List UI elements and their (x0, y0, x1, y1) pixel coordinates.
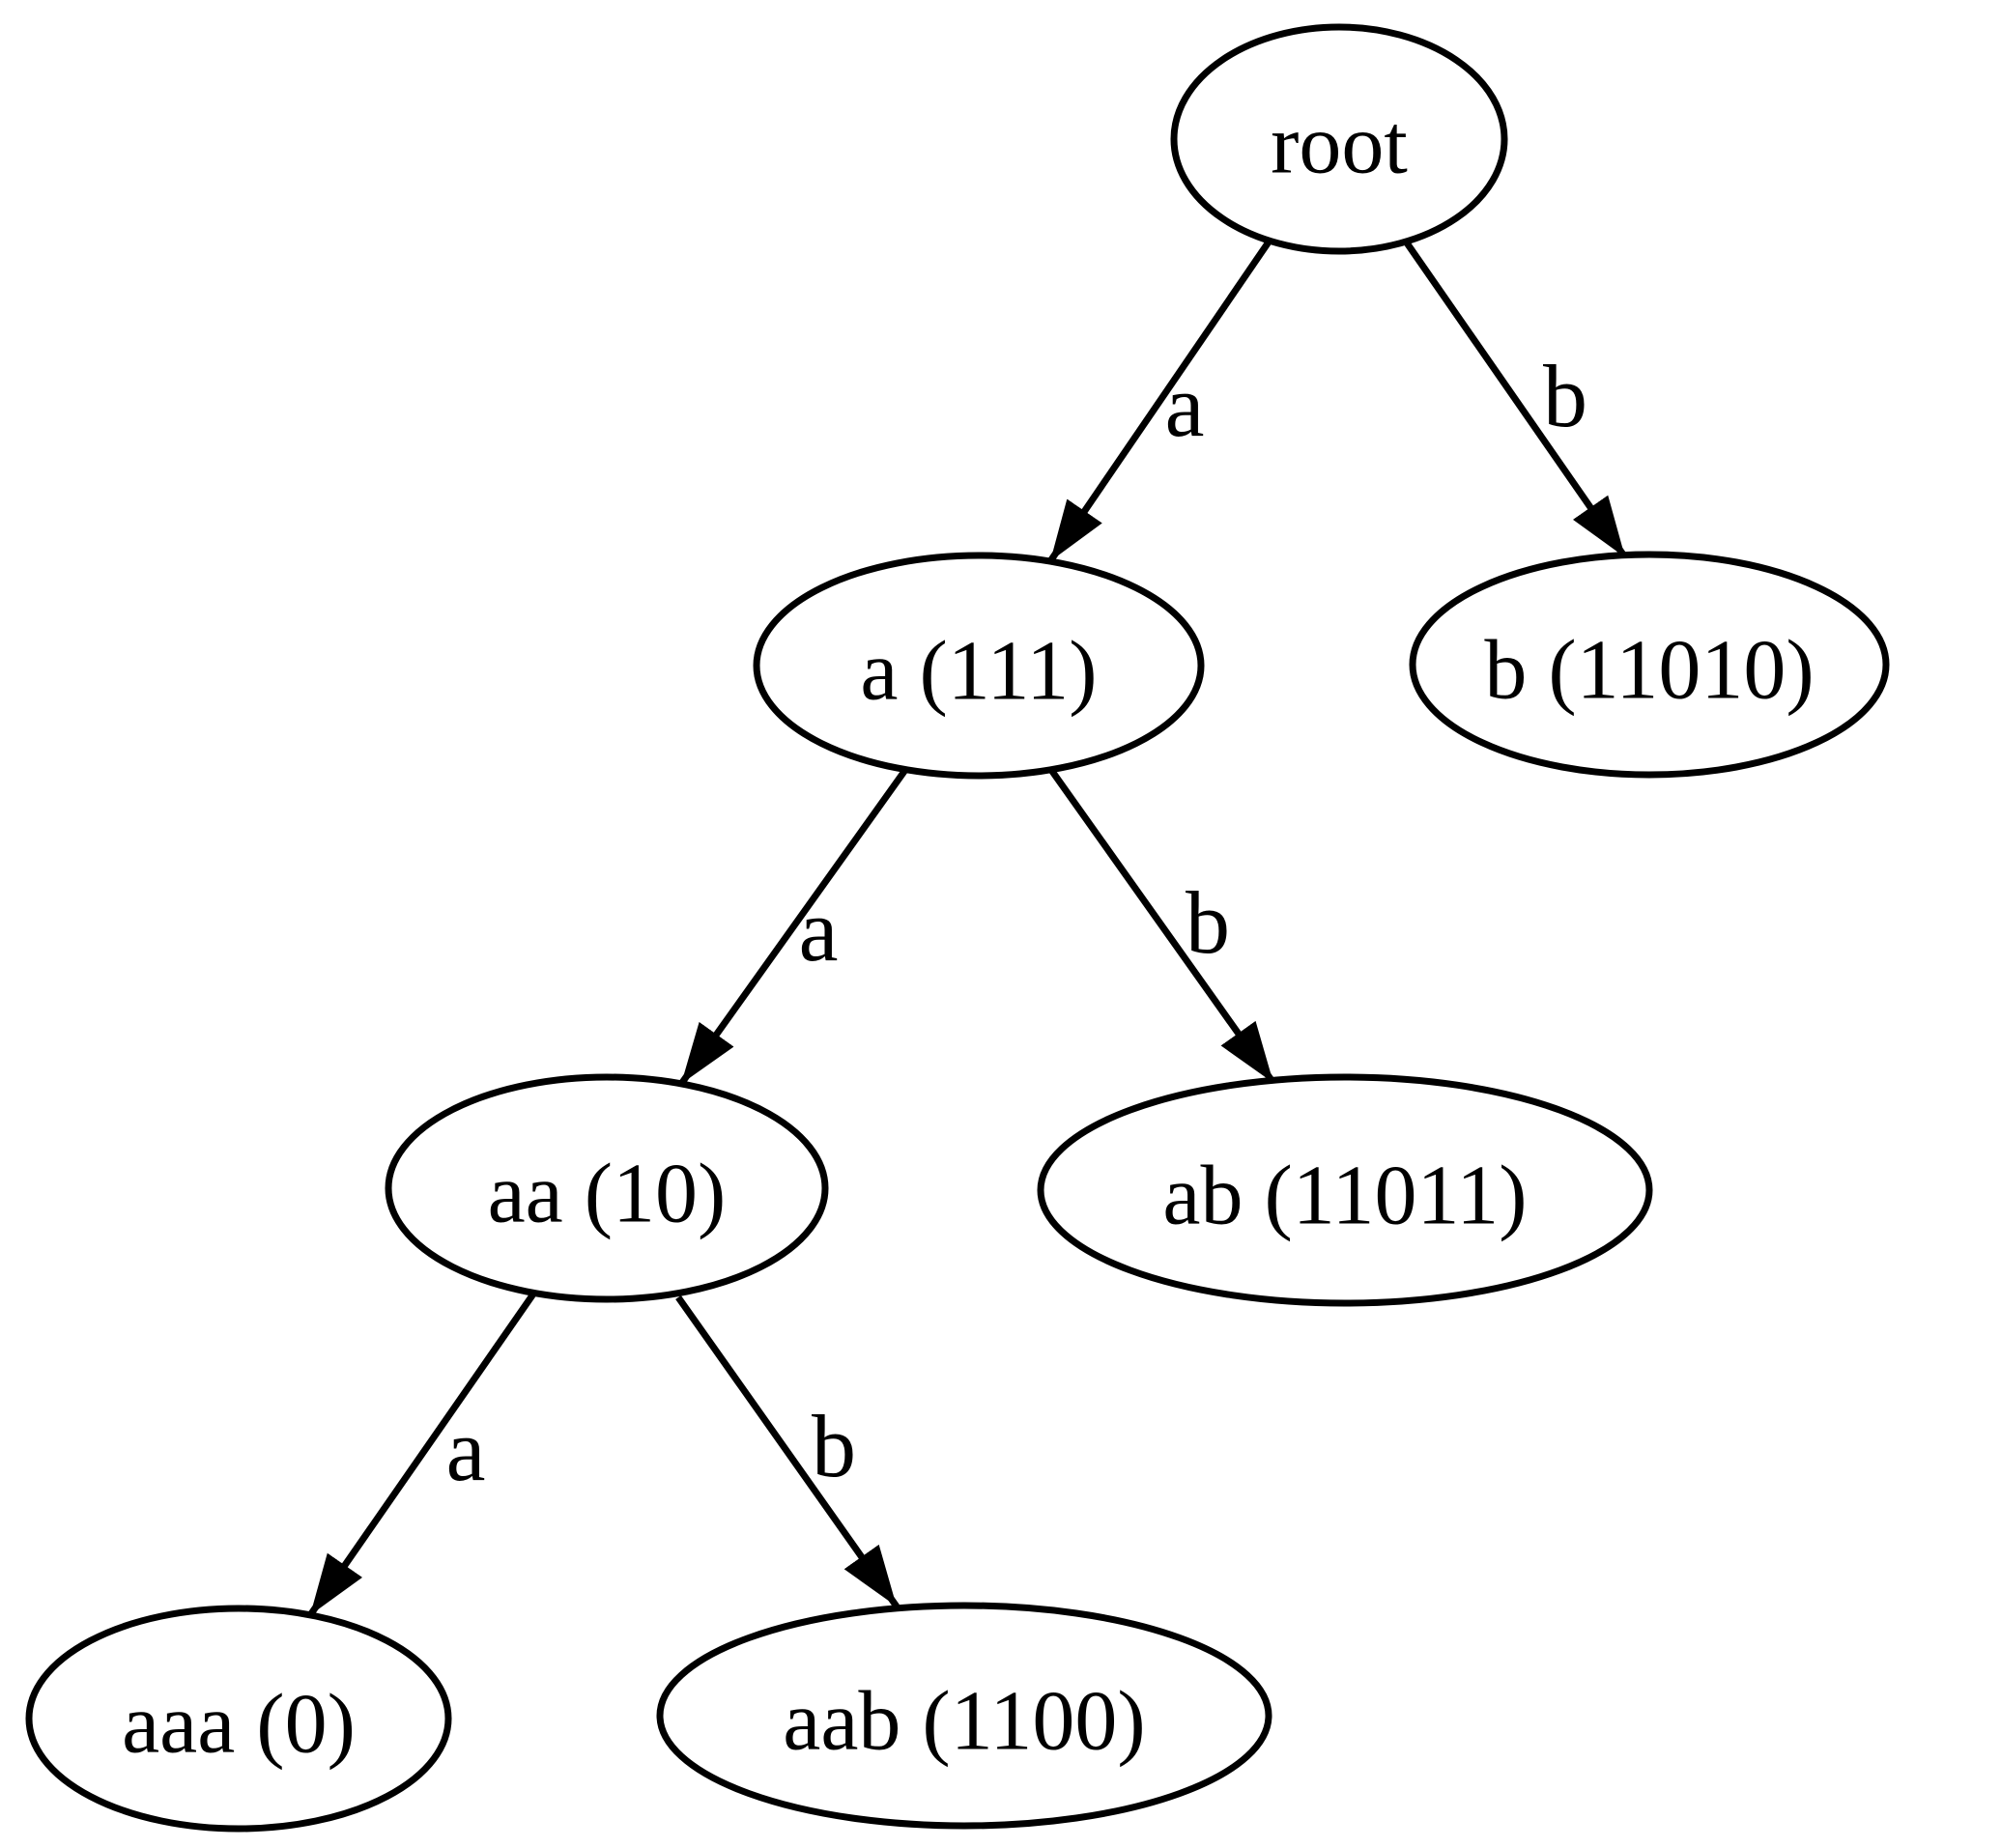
node-aaa-ellipse (25, 1605, 452, 1833)
edge-root-a: a (1047, 239, 1272, 563)
edge-aa-aab-line (675, 1294, 900, 1609)
node-a-label: a (111) (860, 625, 1097, 719)
node-root: root (1170, 23, 1508, 255)
node-aaa: aaa (0) (25, 1605, 452, 1833)
node-aa: aa (10) (385, 1073, 829, 1303)
edge-aa-aab: b (675, 1294, 900, 1609)
edge-a-ab-label: b (1186, 873, 1230, 972)
node-root-label: root (1271, 99, 1408, 192)
node-aab-ellipse (656, 1602, 1272, 1830)
edge-a-ab-line (1048, 767, 1276, 1086)
edge-a-aa-label: a (799, 881, 839, 980)
node-aab: aab (1100) (656, 1602, 1272, 1830)
node-b-label: b (11010) (1484, 624, 1814, 718)
node-root-ellipse (1170, 23, 1508, 255)
node-aaa-label: aaa (0) (122, 1678, 356, 1772)
edge-aa-aab-label: b (812, 1397, 856, 1495)
nodes-layer: root a (111) b (11010) aa (10) ab (11011… (25, 23, 1890, 1833)
edge-a-aa: a (678, 767, 908, 1087)
edge-a-aa-line (678, 767, 908, 1087)
edge-root-b: b (1403, 240, 1628, 559)
node-a-ellipse (753, 552, 1205, 780)
edge-root-a-label: a (1165, 356, 1205, 455)
edge-root-b-line (1403, 240, 1628, 559)
edge-aa-aaa-line (307, 1291, 537, 1617)
edge-aa-aaa: a (307, 1291, 537, 1617)
edge-root-b-label: b (1543, 347, 1587, 445)
node-aa-label: aa (10) (488, 1148, 727, 1241)
node-ab: ab (11011) (1037, 1073, 1653, 1307)
node-b-ellipse (1409, 551, 1890, 779)
node-aab-label: aab (1100) (783, 1675, 1145, 1769)
node-a: a (111) (753, 552, 1205, 780)
edge-a-ab: b (1048, 767, 1276, 1086)
edge-aa-aaa-label: a (446, 1401, 486, 1499)
node-b: b (11010) (1409, 551, 1890, 779)
node-ab-label: ab (11011) (1162, 1150, 1527, 1243)
node-aa-ellipse (385, 1073, 829, 1303)
edges-layer: a b a b a b (307, 239, 1628, 1617)
edge-root-a-line (1047, 239, 1272, 563)
node-ab-ellipse (1037, 1073, 1653, 1307)
